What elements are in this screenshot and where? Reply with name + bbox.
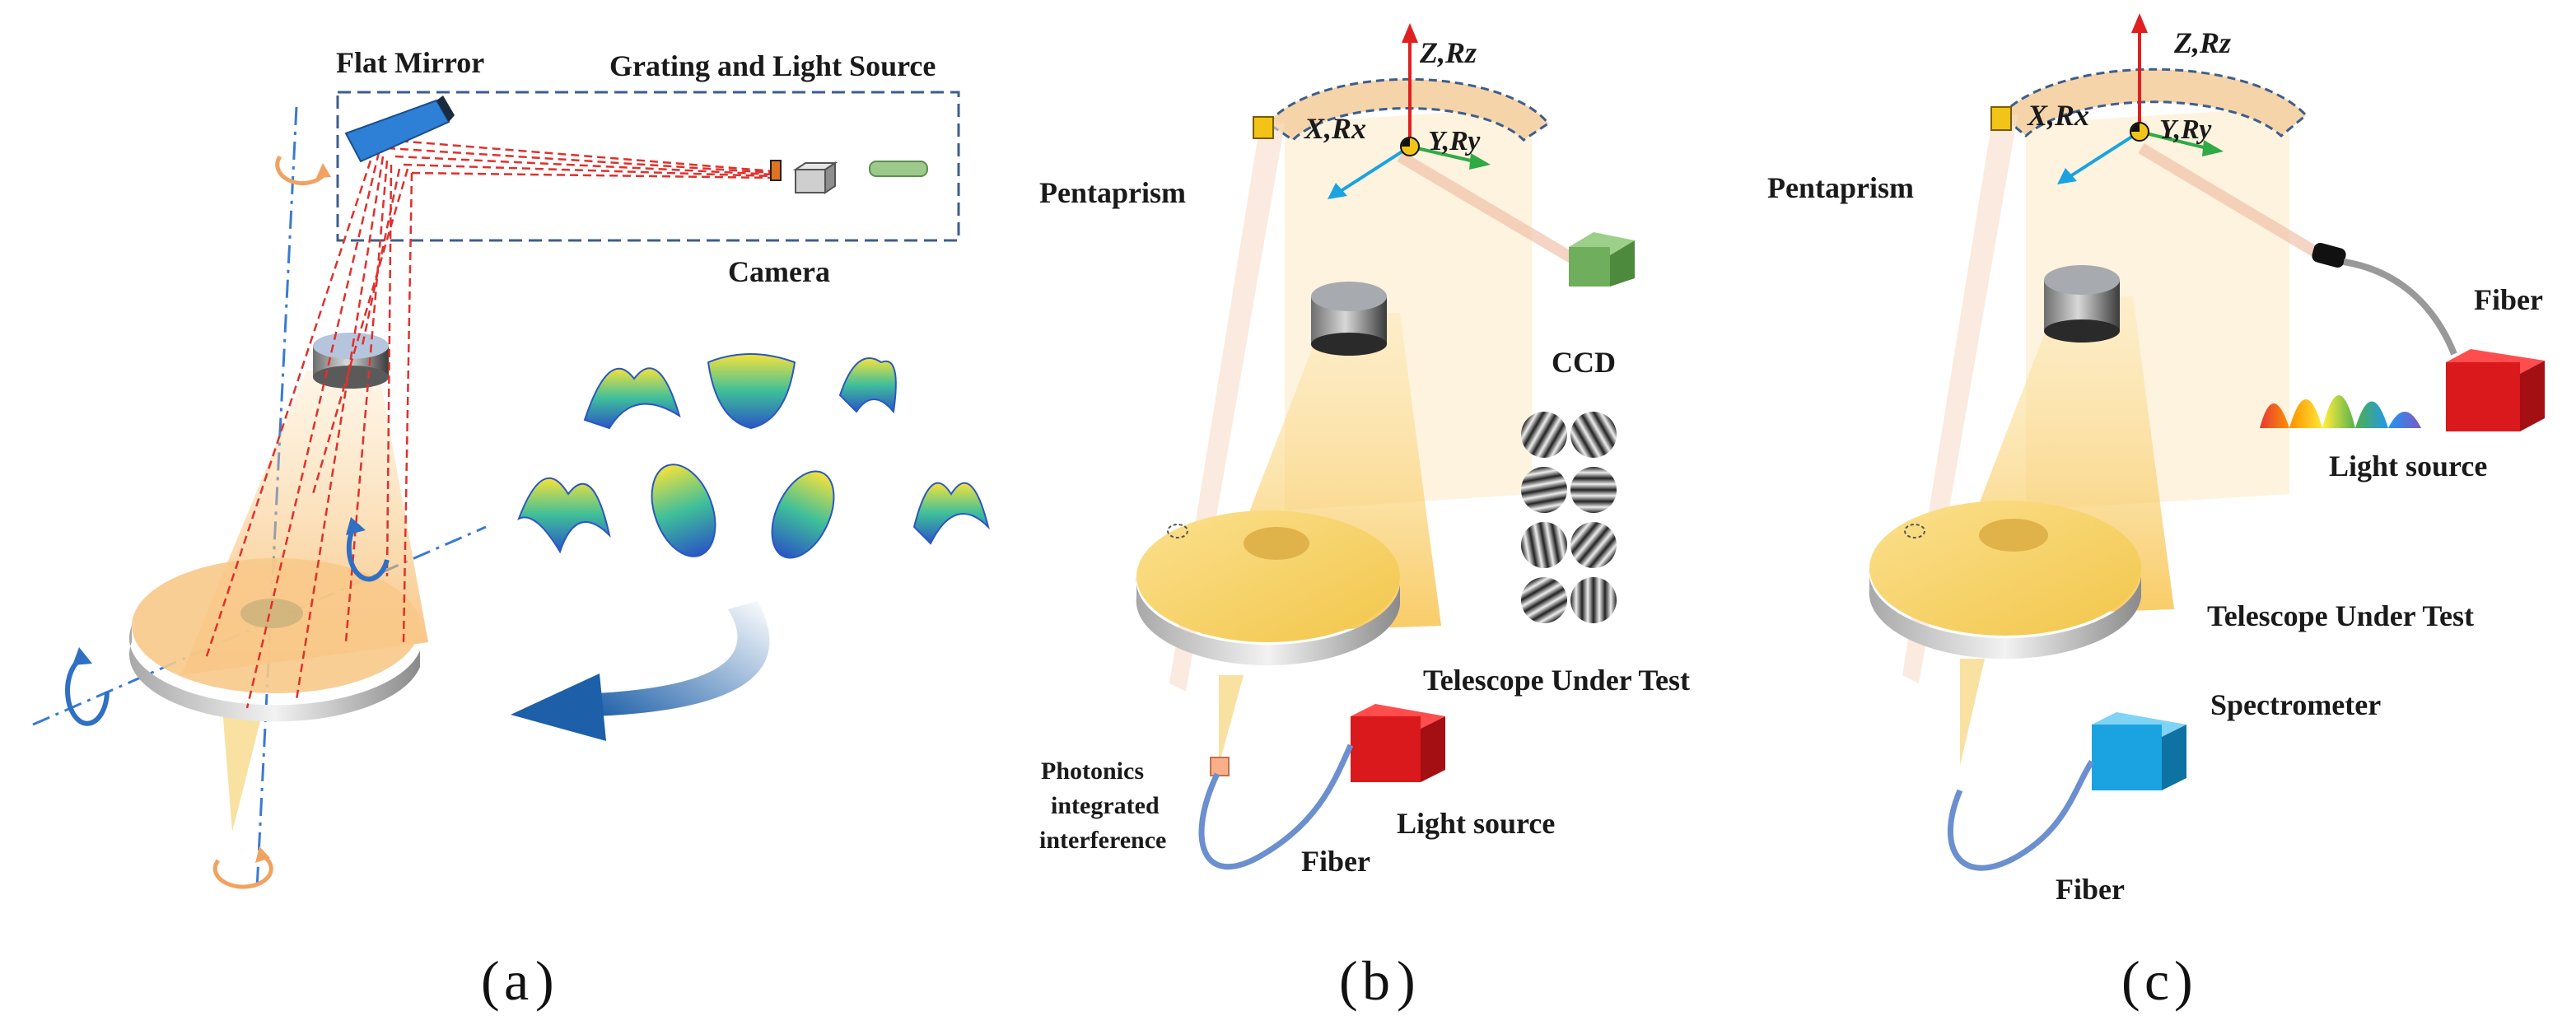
rotation-arrow-top-icon	[275, 155, 331, 185]
label-ccd: CCD	[1552, 346, 1616, 379]
telescope-disc	[128, 558, 421, 722]
ccd-camera	[1569, 232, 1635, 287]
grating	[770, 160, 782, 181]
svg-text:a: a	[504, 949, 529, 1012]
panel-a: Flat Mirror Grating and Light Source Cam…	[32, 46, 990, 1012]
laser-source	[869, 161, 928, 177]
label-axis-z-b: Z,Rz	[1419, 36, 1477, 69]
fiber-c-bottom	[1947, 760, 2094, 871]
label-pentaprism-c: Pentaprism	[1767, 171, 1914, 204]
panel-b: Z,Rz X,Rx Y,Ry Pentaprism CCD Telescope …	[1039, 23, 1690, 1012]
svg-text:): )	[535, 949, 554, 1012]
beam-bottom	[222, 708, 264, 832]
secondary-mirror-c	[2044, 265, 2120, 343]
surface-3	[838, 357, 897, 414]
label-fiber-b: Fiber	[1301, 845, 1370, 878]
pentaprism-c	[1990, 106, 2012, 131]
telescope-b	[1136, 510, 1400, 666]
svg-text:): )	[1397, 949, 1416, 1012]
label-photonics-2: integrated	[1051, 792, 1160, 819]
photonics-chip	[1210, 757, 1230, 776]
label-fiber-top: Fiber	[2474, 283, 2543, 316]
surface-4	[517, 477, 611, 554]
caption-c: ( c )	[2121, 949, 2193, 1012]
light-source-c	[2446, 349, 2545, 431]
surface-2	[707, 353, 796, 430]
label-light-source-c: Light source	[2329, 450, 2487, 482]
surface-7	[912, 482, 990, 545]
fringe-patterns	[1521, 412, 1617, 623]
spectrometer	[2092, 712, 2186, 790]
label-grating-light-source: Grating and Light Source	[609, 49, 936, 82]
axes-c	[2057, 13, 2224, 184]
svg-text:c: c	[2144, 949, 2169, 1012]
rotation-arrow-right-icon	[346, 517, 390, 582]
surface-1	[583, 367, 681, 430]
label-fiber-bottom: Fiber	[2056, 873, 2125, 906]
label-axis-y-b: Y,Ry	[1428, 126, 1481, 156]
camera-device	[792, 161, 838, 194]
svg-text:): )	[2174, 949, 2193, 1012]
svg-text:(: (	[481, 949, 500, 1012]
label-axis-y-c: Y,Ry	[2159, 114, 2212, 145]
rotation-arrow-left-icon	[65, 647, 110, 726]
svg-text:(: (	[2121, 949, 2140, 1012]
label-telescope-b: Telescope Under Test	[1423, 664, 1690, 697]
fiber-c-top	[2343, 259, 2457, 356]
telescope-c	[1869, 501, 2141, 659]
surface-5	[651, 464, 716, 557]
label-flat-mirror: Flat Mirror	[336, 46, 484, 79]
label-light-source-b: Light source	[1397, 807, 1555, 840]
caption-a: ( a )	[481, 949, 554, 1012]
svg-text:b: b	[1362, 949, 1390, 1012]
rotation-arrow-bottom-icon	[212, 846, 273, 889]
label-photonics-1: Photonics	[1041, 757, 1144, 785]
spectrum-peaks-icon	[2260, 395, 2421, 428]
axes-b	[1328, 23, 1491, 199]
light-source-b	[1351, 704, 1445, 782]
aberration-surfaces	[517, 353, 990, 559]
label-spectrometer: Spectrometer	[2210, 688, 2381, 721]
label-axis-z-c: Z,Rz	[2173, 26, 2231, 59]
panel-c: Z,Rz X,Rx Y,Ry Pentaprism Fiber Light so…	[1767, 13, 2545, 1012]
caption-b: ( b )	[1339, 949, 1416, 1012]
fiber-connector	[2312, 243, 2346, 268]
arc-stage-c	[1999, 68, 2308, 137]
svg-text:(: (	[1339, 949, 1358, 1012]
secondary-mirror-b	[1311, 282, 1387, 356]
pentaprism-b	[1253, 116, 1274, 139]
enclosure-box	[336, 91, 960, 242]
label-pentaprism-b: Pentaprism	[1039, 176, 1186, 209]
label-axis-x-c: X,Rx	[2027, 99, 2089, 132]
surface-6	[771, 470, 835, 559]
label-axis-x-b: X,Rx	[1304, 112, 1366, 145]
label-photonics-3: interference	[1039, 827, 1166, 854]
curved-arrow-icon	[511, 601, 770, 741]
fiber-b	[1198, 743, 1354, 869]
label-telescope-c: Telescope Under Test	[2207, 599, 2474, 632]
arc-stage	[1266, 77, 1551, 142]
flat-mirror	[344, 99, 450, 163]
label-camera: Camera	[728, 255, 830, 288]
